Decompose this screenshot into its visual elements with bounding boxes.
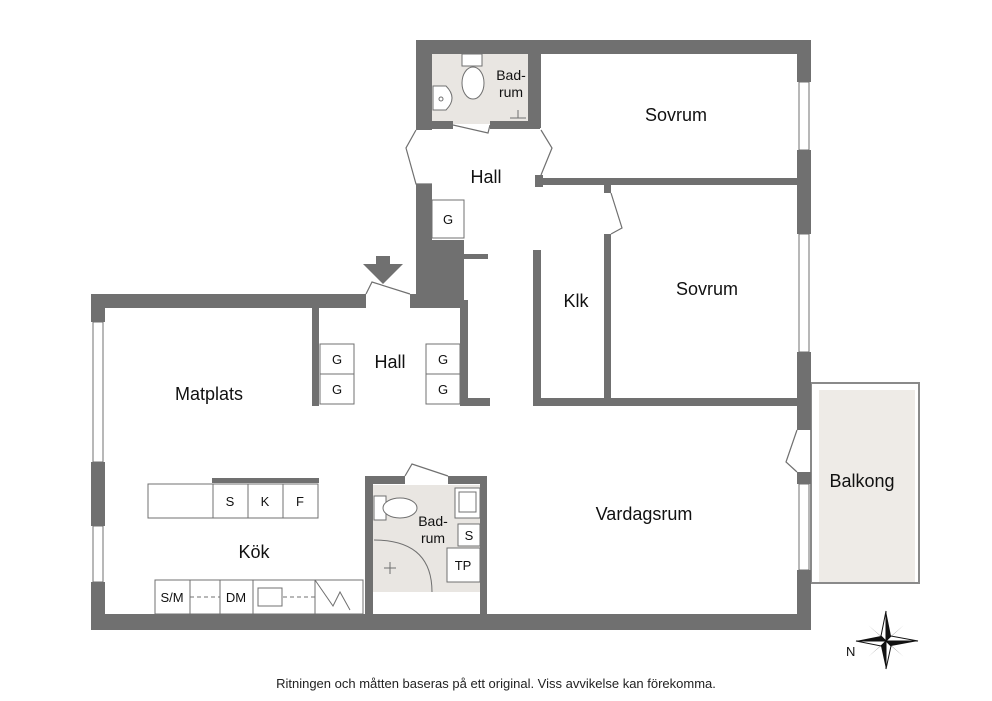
sink-label: S [226, 494, 235, 509]
door-swing [404, 463, 449, 477]
closet-label: G [438, 352, 448, 367]
entrance-arrow-icon [363, 256, 403, 284]
closet-box [431, 199, 465, 239]
door-swing [405, 129, 432, 185]
closets [319, 199, 465, 405]
door-swing [452, 124, 491, 134]
room-balkong: Balkong [829, 471, 894, 491]
washer-label: TP [455, 558, 472, 573]
room-bathroom-top-line1: Bad- [496, 67, 526, 83]
fridge-label: K [261, 494, 270, 509]
bathroom-top-floor [431, 53, 540, 124]
balcony-floor [819, 390, 915, 582]
windows [92, 81, 810, 583]
room-bathroom-small-line1: Bad- [418, 513, 448, 529]
walls [91, 40, 811, 630]
fridge-tall-icon [314, 579, 351, 611]
toilet-icon [461, 66, 485, 100]
bathroom-top-fixtures [432, 53, 526, 119]
disclaimer-text: Ritningen och måtten baseras på ett orig… [276, 676, 716, 691]
sink-box [212, 483, 249, 519]
closet-label: G [332, 382, 342, 397]
shower-head-icon [384, 562, 396, 574]
room-hall-top: Hall [470, 167, 501, 187]
window [92, 321, 104, 463]
dishwasher-label: DM [226, 590, 246, 605]
toilet-icon [382, 497, 418, 519]
fridge-box [247, 483, 284, 519]
room-bathroom-top-line2: rum [499, 84, 523, 100]
window [92, 525, 104, 583]
closet-label: G [443, 212, 453, 227]
kitchen-island [147, 483, 319, 519]
window [798, 233, 810, 353]
door-swing [785, 429, 798, 473]
room-sovrum-1: Sovrum [645, 105, 707, 125]
stove-microwave-label: S/M [160, 590, 183, 605]
closet-label: G [332, 352, 342, 367]
window [798, 81, 810, 151]
window [798, 483, 810, 571]
closet-label: G [438, 382, 448, 397]
compass-north-letter: N [846, 644, 855, 659]
washer-box [446, 547, 481, 583]
bathroom-small-fixtures [373, 487, 481, 593]
shower-icon [510, 110, 526, 119]
room-matplats: Matplats [175, 384, 243, 404]
freezer-box [282, 483, 319, 519]
freezer-label: F [296, 494, 304, 509]
bath-sink-label: S [465, 528, 474, 543]
door-swing [610, 192, 623, 235]
room-kok: Kök [238, 542, 270, 562]
closet-box [425, 373, 461, 405]
closet-box [319, 373, 355, 405]
door-swing [540, 129, 553, 176]
room-sovrum-2: Sovrum [676, 279, 738, 299]
island-counter [147, 483, 214, 519]
kitchen-counter [154, 579, 364, 615]
room-hall-mid: Hall [374, 352, 405, 372]
toilet-tank [461, 53, 483, 67]
room-vardagsrum: Vardagsrum [596, 504, 693, 524]
bath-sink-box [457, 523, 481, 547]
door-swing [365, 281, 411, 295]
doors [365, 124, 798, 477]
room-klk: Klk [563, 291, 589, 311]
compass-icon [855, 610, 919, 670]
room-bathroom-small-line2: rum [421, 530, 445, 546]
shower-area [373, 539, 433, 593]
stove-box [257, 587, 283, 607]
